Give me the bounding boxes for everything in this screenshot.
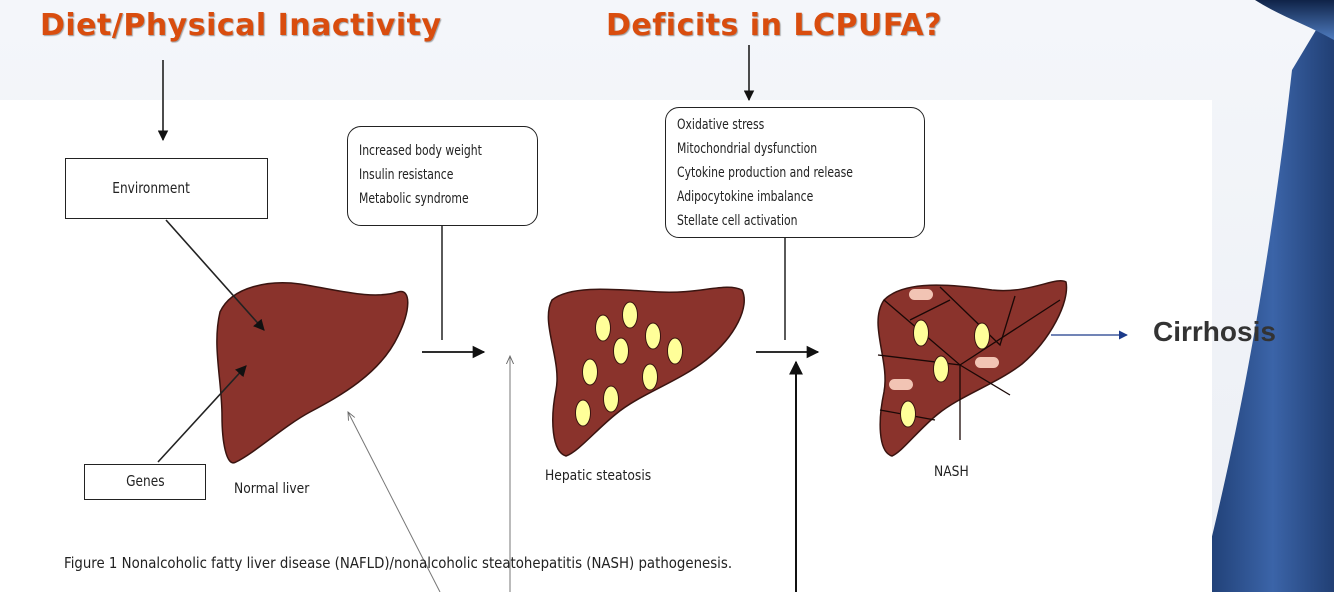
heading-diet-inactivity: Diet/Physical Inactivity: [40, 8, 442, 43]
mechanism-item: Stellate cell activation: [677, 213, 798, 229]
nash-droplets: [900, 319, 990, 428]
genes-box: Genes: [84, 464, 206, 500]
environment-box: Environment: [65, 158, 268, 219]
genes-label: Genes: [125, 472, 165, 490]
inflammation-spots: [889, 289, 999, 390]
nash-liver-shape: [877, 280, 1068, 457]
risk-factor-item: Metabolic syndrome: [359, 191, 469, 207]
annotation-arrow-to-normal-liver: [348, 412, 441, 592]
risk-factor-item: Insulin resistance: [359, 167, 454, 183]
mechanisms-box: Oxidative stress Mitochondrial dysfuncti…: [665, 107, 925, 238]
mechanism-item: Oxidative stress: [677, 117, 765, 133]
risk-factor-item: Increased body weight: [359, 143, 482, 159]
environment-label: Environment: [112, 179, 191, 197]
figure-caption: Figure 1 Nonalcoholic fatty liver diseas…: [64, 554, 733, 572]
steatosis-label: Hepatic steatosis: [545, 468, 652, 484]
normal-liver-label: Normal liver: [234, 481, 310, 497]
arrow-environment-to-liver: [165, 219, 265, 331]
mechanism-item: Adipocytokine imbalance: [677, 189, 814, 205]
heading-lcpufa-deficits: Deficits in LCPUFA?: [606, 8, 943, 43]
cirrhosis-label: Cirrhosis: [1153, 316, 1276, 347]
mechanism-item: Cytokine production and release: [677, 165, 853, 181]
arrow-genes-to-liver: [157, 365, 247, 463]
risk-factors-box: Increased body weight Insulin resistance…: [347, 126, 538, 226]
mechanism-item: Mitochondrial dysfunction: [677, 141, 818, 157]
fat-droplets: [575, 301, 683, 427]
nash-label: NASH: [934, 464, 969, 480]
